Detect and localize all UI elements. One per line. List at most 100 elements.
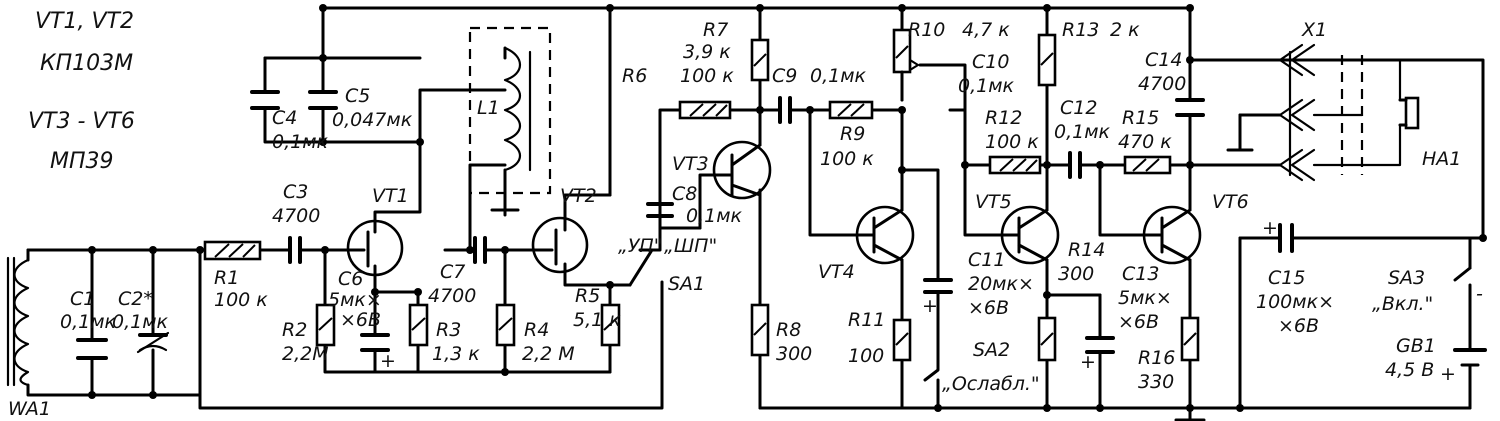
- r6-resistor: [678, 100, 732, 120]
- r4-resistor: [495, 303, 516, 347]
- vt4-bjt: [855, 205, 915, 265]
- label-r10-val: 4,7 к: [962, 19, 1010, 41]
- c2-capacitor: [136, 331, 170, 354]
- resistors: [203, 28, 1200, 362]
- label-gb1: GB1: [1396, 335, 1436, 357]
- label-vt5: VT5: [975, 191, 1012, 213]
- label-r16-val: 330: [1138, 371, 1174, 393]
- vt2-fet: [531, 216, 589, 274]
- label-r9: R9: [840, 123, 865, 145]
- legend-vt36: VT3 - VT6: [28, 109, 135, 134]
- junction-dots: [88, 4, 1487, 412]
- label-c13-val2: ×6В: [1118, 311, 1159, 333]
- label-sa2: SA2: [973, 339, 1010, 361]
- label-r4: R4: [524, 319, 549, 341]
- label-r9-val: 100 к: [820, 148, 874, 170]
- label-c6-val2: ×6В: [340, 309, 381, 331]
- label-c7-val: 4700: [428, 285, 476, 307]
- label-c6-val1: 5мк×: [328, 289, 382, 311]
- label-gb1-plus: +: [1440, 363, 1456, 385]
- r9-resistor: [828, 100, 874, 120]
- label-c3-val: 4700: [272, 205, 320, 227]
- label-c9: C9: [772, 65, 797, 87]
- c13-capacitor: [1085, 336, 1115, 354]
- label-ha1: HA1: [1422, 148, 1461, 170]
- label-sa3: SA3: [1388, 267, 1425, 289]
- label-vt6: VT6: [1212, 191, 1249, 213]
- label-r11-val: 100: [848, 345, 884, 367]
- label-vt3: VT3: [672, 153, 709, 175]
- label-r14: R14: [1068, 239, 1105, 261]
- label-c11: C11: [968, 249, 1005, 271]
- label-r14-val: 300: [1058, 263, 1094, 285]
- c3-capacitor: [288, 236, 302, 264]
- r14-resistor: [1037, 316, 1057, 362]
- label-sa3-text: „Вкл.": [1372, 293, 1433, 315]
- legend-vt36-type: МП39: [50, 149, 114, 174]
- c7-capacitor: [473, 236, 487, 264]
- label-x1: X1: [1301, 19, 1327, 41]
- label-vt4: VT4: [818, 261, 855, 283]
- label-r12: R12: [985, 107, 1022, 129]
- label-c11-val1: 20мк×: [968, 273, 1034, 295]
- x1-jack: [1278, 43, 1402, 182]
- r12-resistor: [988, 155, 1042, 175]
- c4-capacitor: [250, 90, 280, 110]
- label-c7: C7: [440, 261, 465, 283]
- label-r5: R5: [575, 285, 600, 307]
- l1-coil: [468, 26, 552, 195]
- label-c14-val: 4700: [1138, 73, 1186, 95]
- labels: VT1, VT2 КП103М VT3 - VT6 МП39 WA1 C1 0,…: [8, 9, 1483, 420]
- label-c11-val2: ×6В: [968, 297, 1009, 319]
- label-r3: R3: [436, 319, 461, 341]
- c6-capacitor: [360, 333, 390, 362]
- legend-vt12-type: КП103М: [40, 51, 133, 76]
- label-c6: C6: [338, 268, 363, 290]
- c14-capacitor: [1175, 98, 1205, 117]
- vt6-bjt: [1142, 205, 1202, 265]
- label-r7: R7: [703, 19, 728, 41]
- label-c10-val: 0,1мк: [958, 75, 1015, 97]
- label-c4: C4: [272, 107, 297, 129]
- label-r11: R11: [848, 309, 885, 331]
- label-r2-val: 2,2М: [282, 343, 329, 365]
- label-c15-val1: 100мк×: [1256, 291, 1334, 313]
- label-r10: R10: [908, 19, 945, 41]
- label-sa2-text: „Ослабл.": [942, 373, 1040, 395]
- gb1-battery: [1453, 348, 1487, 367]
- label-r3-val: 1,3 к: [432, 343, 480, 365]
- r11-resistor: [892, 318, 912, 362]
- r2-resistor: [315, 303, 336, 347]
- label-c3: C3: [283, 181, 308, 203]
- label-wa1: WA1: [8, 398, 51, 420]
- label-c5-val: 0,047мк: [332, 109, 413, 131]
- label-c9-val: 0,1мк: [810, 65, 867, 87]
- label-c4-val: 0,1мк: [272, 131, 329, 153]
- label-c14: C14: [1145, 49, 1182, 71]
- transistors: [343, 140, 1202, 277]
- label-r16: R16: [1138, 347, 1175, 369]
- r5-resistor: [600, 303, 621, 347]
- r3-resistor: [408, 303, 429, 347]
- label-r13: R13: [1062, 19, 1099, 41]
- label-r13-val: 2 к: [1110, 19, 1140, 41]
- label-c12-val: 0,1мк: [1054, 121, 1111, 143]
- label-c6-plus: +: [380, 350, 396, 372]
- label-c15-val2: ×6В: [1278, 315, 1319, 337]
- label-r12-val: 100 к: [985, 131, 1039, 153]
- vt1-fet: [343, 219, 404, 277]
- label-sa1-shp: „ШП": [664, 235, 717, 257]
- inductors: [6, 26, 552, 387]
- label-c2: C2*: [118, 288, 153, 310]
- c11-capacitor: [923, 278, 953, 294]
- label-sa1-up: „УП": [618, 235, 662, 257]
- legend-vt12: VT1, VT2: [35, 9, 134, 34]
- label-r8-val: 300: [776, 343, 812, 365]
- label-c15: C15: [1268, 267, 1305, 289]
- label-r6-val: 100 к: [680, 65, 734, 87]
- label-c8-val: 0,1мк: [686, 205, 743, 227]
- label-vt2: VT2: [560, 185, 597, 207]
- r16-resistor: [1180, 316, 1200, 362]
- label-l1: L1: [477, 97, 500, 119]
